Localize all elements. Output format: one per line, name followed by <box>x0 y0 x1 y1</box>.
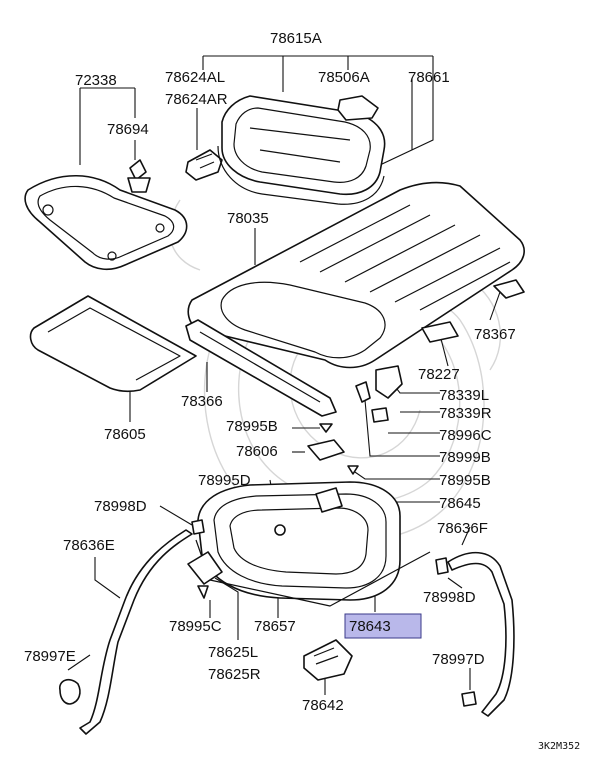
label-78625R[interactable]: 78625R <box>208 666 261 683</box>
part-78615A-glass[interactable] <box>221 95 386 196</box>
highlight-box <box>344 613 422 639</box>
label-78997D[interactable]: 78997D <box>432 651 485 668</box>
part-78645-motor-bracket[interactable] <box>315 487 343 513</box>
label-78995C[interactable]: 78995C <box>169 618 222 635</box>
part-78997D-grommet[interactable] <box>461 691 477 707</box>
part-78636F-drain-hose[interactable] <box>447 551 515 717</box>
part-labels: 78615A 72338 78624AL 78624AR 78506A 7866… <box>24 30 580 752</box>
label-78999B[interactable]: 78999B <box>439 449 491 466</box>
label-78227[interactable]: 78227 <box>418 366 460 383</box>
part-78367-bracket[interactable] <box>493 279 525 299</box>
label-78606[interactable]: 78606 <box>236 443 278 460</box>
label-78035[interactable]: 78035 <box>227 210 269 227</box>
label-78643[interactable]: 78643 <box>349 618 391 635</box>
label-78636E[interactable]: 78636E <box>63 537 115 554</box>
part-78605-shade[interactable] <box>29 295 197 393</box>
part-78606-clip[interactable] <box>307 439 345 461</box>
label-78605[interactable]: 78605 <box>104 426 146 443</box>
part-78661-seal[interactable] <box>217 145 385 205</box>
label-78997E[interactable]: 78997E <box>24 648 76 665</box>
part-78999B-bolt[interactable] <box>355 381 371 403</box>
label-78661[interactable]: 78661 <box>408 69 450 86</box>
label-78366[interactable]: 78366 <box>181 393 223 410</box>
part-78998D-clamp-right[interactable] <box>435 557 449 575</box>
label-78998D-left[interactable]: 78998D <box>94 498 147 515</box>
label-78995B[interactable]: 78995B <box>439 472 491 489</box>
label-78642[interactable]: 78642 <box>302 697 344 714</box>
part-78995B-screw[interactable] <box>319 423 359 475</box>
part-78996C-bushing[interactable] <box>371 407 389 423</box>
part-78995C-screw[interactable] <box>197 585 209 599</box>
label-78645[interactable]: 78645 <box>439 495 481 512</box>
label-78339L[interactable]: 78339L <box>439 387 489 404</box>
label-78624AL[interactable]: 78624AL <box>165 69 225 86</box>
part-78227-rail[interactable] <box>421 321 459 343</box>
label-78625L[interactable]: 78625L <box>208 644 258 661</box>
part-78506A-bracket[interactable] <box>337 95 379 121</box>
diagram-code: 3K2M352 <box>538 741 580 752</box>
label-78995D[interactable]: 78995D <box>198 472 251 489</box>
label-78339R[interactable]: 78339R <box>439 405 492 422</box>
part-78997E-grommet[interactable] <box>59 678 81 705</box>
label-78506A[interactable]: 78506A <box>318 69 370 86</box>
label-78694[interactable]: 78694 <box>107 121 149 138</box>
label-72338[interactable]: 72338 <box>75 72 117 89</box>
label-78615A[interactable]: 78615A <box>270 30 322 47</box>
part-78657-housing[interactable] <box>197 481 401 601</box>
part-78995D-clip[interactable] <box>274 524 286 536</box>
part-78625-bracket[interactable] <box>187 551 223 585</box>
part-78642-motor[interactable] <box>303 639 353 681</box>
part-72338-frame[interactable] <box>24 175 188 271</box>
label-78998D-right[interactable]: 78998D <box>423 589 476 606</box>
label-78367[interactable]: 78367 <box>474 326 516 343</box>
label-78624AR[interactable]: 78624AR <box>165 91 228 108</box>
part-78339-hinge[interactable] <box>375 365 403 399</box>
part-78636E-drain-hose[interactable] <box>79 529 193 735</box>
label-78995B-top[interactable]: 78995B <box>226 418 278 435</box>
label-78996C[interactable]: 78996C <box>439 427 492 444</box>
part-78694-clip[interactable] <box>127 159 151 193</box>
label-78636F[interactable]: 78636F <box>437 520 488 537</box>
part-78998D-clamp-left[interactable] <box>191 519 205 535</box>
part-78366-front-rail[interactable] <box>185 319 337 417</box>
part-78624-hinge[interactable] <box>185 149 223 181</box>
label-78657[interactable]: 78657 <box>254 618 296 635</box>
